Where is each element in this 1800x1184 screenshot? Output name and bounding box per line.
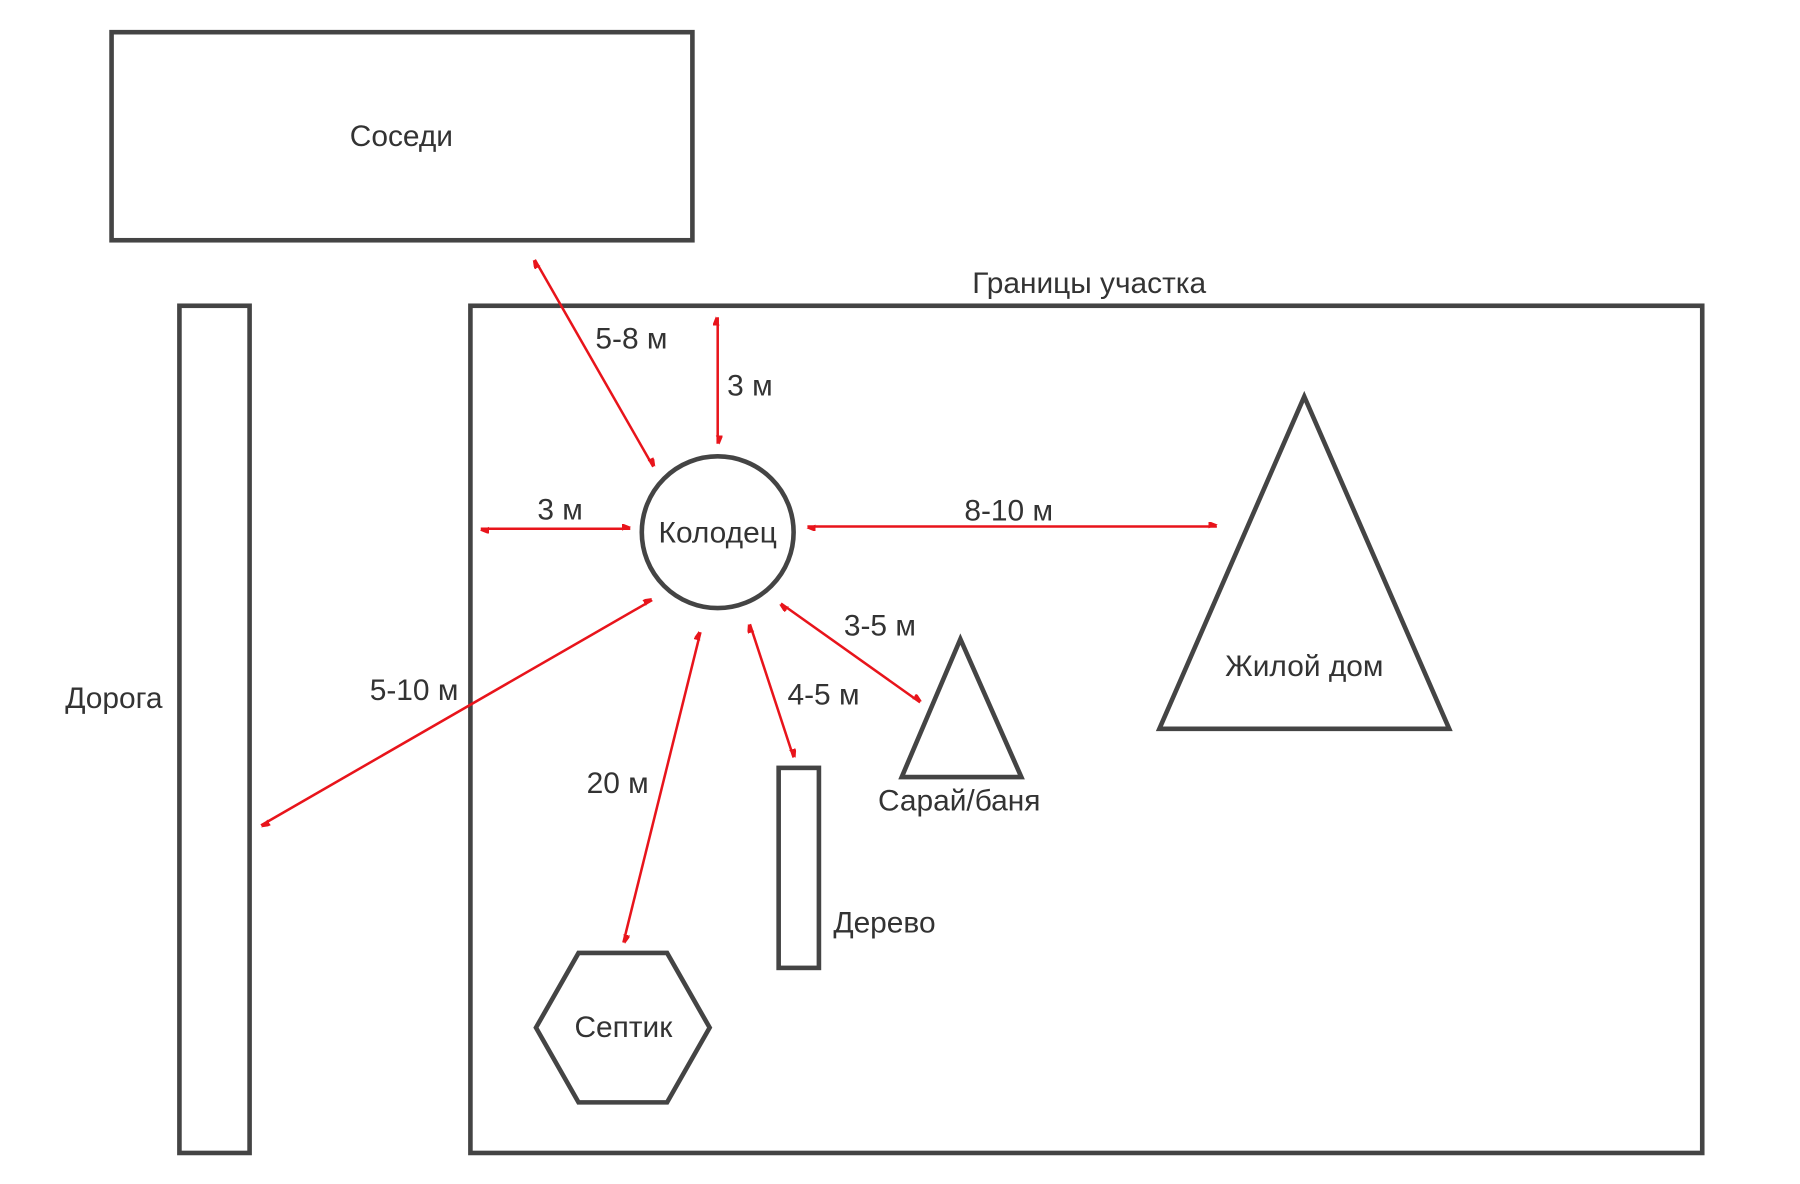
arrow-neighbors [535,259,653,468]
tree-box [776,765,822,971]
arrow-road [260,600,653,825]
arrow-tree [750,623,794,758]
arrow-shed [781,602,920,704]
shed-triangle [898,633,1025,780]
arrow-septic [622,632,702,942]
road-box [177,303,252,1156]
plot-boundary-label: Границы участка [972,267,1206,300]
distance-house: 8-10 м [964,495,1053,528]
neighbors-label: Соседи [350,120,453,153]
septic-hexagon [533,950,713,1105]
road-label: Дорога [65,682,163,715]
neighbors-box [109,29,695,243]
distance-road: 5-10 м [370,674,459,707]
distance-shed: 3-5 м [844,610,916,643]
distance-plot-left: 3 м [537,494,582,527]
distance-plot-top: 3 м [727,369,772,402]
house-label: Жилой дом [1225,650,1383,683]
distance-septic: 20 м [587,767,649,800]
distance-tree: 4-5 м [787,679,859,712]
tree-label: Дерево [833,906,935,939]
well-label: Колодец [659,517,777,550]
well-circle [639,454,796,611]
shed-label: Сарай/баня [878,784,1041,817]
distance-neighbors: 5-8 м [595,322,667,355]
house-triangle [1155,390,1453,732]
septic-label: Септик [574,1011,673,1044]
